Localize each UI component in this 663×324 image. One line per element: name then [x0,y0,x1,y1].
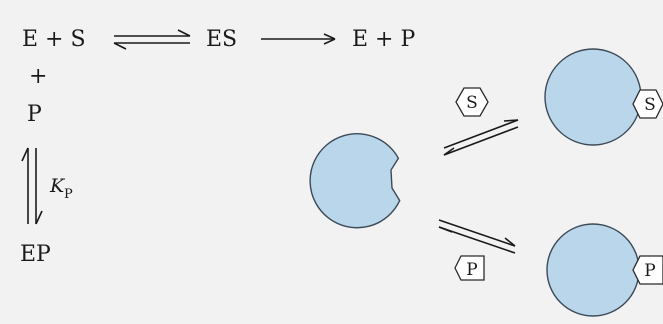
constant-k-subscript: P [64,187,73,202]
reactants-e-plus-s: E + S [22,27,86,52]
complex-ep: EP [20,242,51,267]
product-tag-icon: P [454,255,485,281]
enzyme-product-complex: P [546,223,663,317]
constant-k: K [49,175,66,197]
products-e-plus-p: E + P [352,27,415,52]
product-p: P [27,102,42,127]
equilibrium-arrow-es [113,29,191,50]
forward-arrow [261,33,336,45]
enzyme-substrate-complex: S [544,48,663,146]
complex-es: ES [206,27,237,52]
product-label: P [466,260,477,280]
bound-substrate-label: S [644,95,656,115]
bound-product-label: P [644,261,655,281]
plus-sign: + [29,64,47,89]
substrate-label: S [466,93,478,113]
vertical-equilibrium-arrow [21,147,43,225]
substrate-hexagon-icon: S [455,87,489,117]
upper-equilibrium-arrows [443,119,519,156]
lower-equilibrium-arrows [438,219,516,254]
free-enzyme [309,133,401,229]
